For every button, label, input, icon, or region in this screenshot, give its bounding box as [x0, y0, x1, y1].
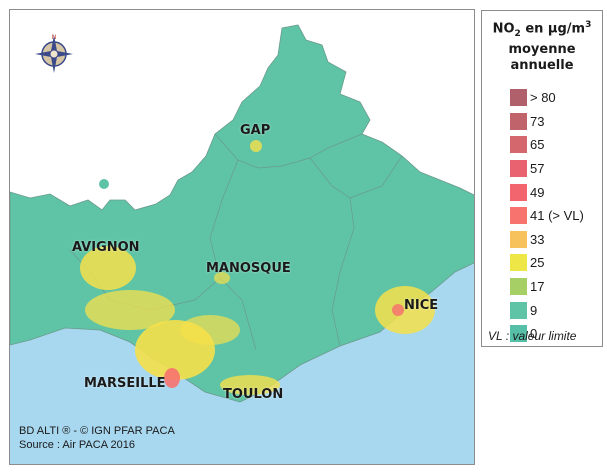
legend-label: > 80 — [530, 90, 556, 106]
city-label-toulon: TOULON — [223, 387, 284, 402]
legend-swatch — [510, 278, 527, 296]
legend-label: 9 — [530, 302, 538, 318]
legend-item: 57 — [510, 157, 584, 181]
hotspot-manosque — [214, 272, 230, 284]
legend-title-main: NO — [492, 21, 515, 37]
hotspot-toulon — [220, 375, 280, 395]
legend-item: 9 — [510, 298, 584, 322]
legend-panel: NO2 en µg/m3 moyenne annuelle > 80 73 65 57… — [481, 10, 603, 347]
map-credits: BD ALTI ® - © IGN PFAR PACA Source : Air… — [19, 424, 175, 452]
legend-swatch — [510, 230, 527, 248]
legend-title-line3: annuelle — [510, 57, 574, 73]
legend-label: 41 (> VL) — [530, 208, 584, 224]
credits-line-1: BD ALTI ® - © IGN PFAR PACA — [19, 425, 175, 437]
legend-item: 25 — [510, 251, 584, 275]
legend-label: 17 — [530, 279, 545, 295]
hotspot-rhone-valley — [85, 290, 175, 330]
legend-item: 41 (> VL) — [510, 204, 584, 228]
legend-swatch — [510, 183, 527, 201]
legend-label: 57 — [530, 161, 545, 177]
legend-title-sub: 2 — [514, 28, 521, 39]
legend-item: 49 — [510, 180, 584, 204]
compass-north-label: N — [52, 34, 57, 41]
legend-swatch — [510, 254, 527, 272]
city-label-gap: GAP — [240, 123, 271, 138]
hotspot-nice — [375, 286, 435, 334]
city-label-avignon: AVIGNON — [72, 240, 140, 255]
credits-line-2: Source : Air PACA 2016 — [19, 439, 135, 451]
legend-label: 65 — [530, 137, 545, 153]
hotspot-nice-core — [392, 304, 404, 316]
city-label-marseille: MARSEILLE — [84, 376, 166, 391]
legend-label: 49 — [530, 184, 545, 200]
legend-swatch — [510, 160, 527, 178]
legend-item: 0 — [510, 322, 584, 346]
legend-swatch — [510, 301, 527, 319]
legend-item: 17 — [510, 275, 584, 299]
legend-item: > 80 — [510, 86, 584, 110]
legend-title-sup: 3 — [585, 20, 592, 30]
legend-title: NO2 en µg/m3 moyenne annuelle — [482, 17, 602, 74]
island-mark — [99, 179, 109, 189]
legend-label: 0 — [530, 326, 538, 342]
city-label-nice: NICE — [404, 298, 439, 313]
legend-swatch — [510, 112, 527, 130]
legend-swatch — [510, 207, 527, 225]
hotspot-avignon — [80, 246, 136, 290]
sea-area — [10, 262, 474, 464]
legend-swatch — [510, 89, 527, 107]
legend-note: VL : valeur limite — [488, 329, 577, 343]
map-canvas — [10, 24, 474, 464]
legend-swatch — [510, 136, 527, 154]
legend-item: 73 — [510, 110, 584, 134]
legend-label: 73 — [530, 113, 545, 129]
legend-item: 33 — [510, 228, 584, 252]
legend-label: 33 — [530, 231, 545, 247]
legend-item: 65 — [510, 133, 584, 157]
legend-swatch — [510, 325, 527, 343]
pollution-hotspots — [80, 140, 435, 395]
legend-title-line2: moyenne — [508, 41, 576, 57]
hotspot-aix — [180, 315, 240, 345]
hotspot-marseille-core — [164, 368, 180, 388]
legend-label: 25 — [530, 255, 545, 271]
legend-items: > 80 73 65 57 49 41 (> VL) 33 25 17 9 0 — [510, 86, 584, 346]
map-frame: N GAP AVIGNON MANOSQUE NICE MARSEILLE TO… — [9, 9, 475, 465]
hotspot-gap — [250, 140, 262, 152]
legend-title-unit: en µg/m — [520, 21, 586, 37]
city-label-manosque: MANOSQUE — [206, 261, 291, 276]
